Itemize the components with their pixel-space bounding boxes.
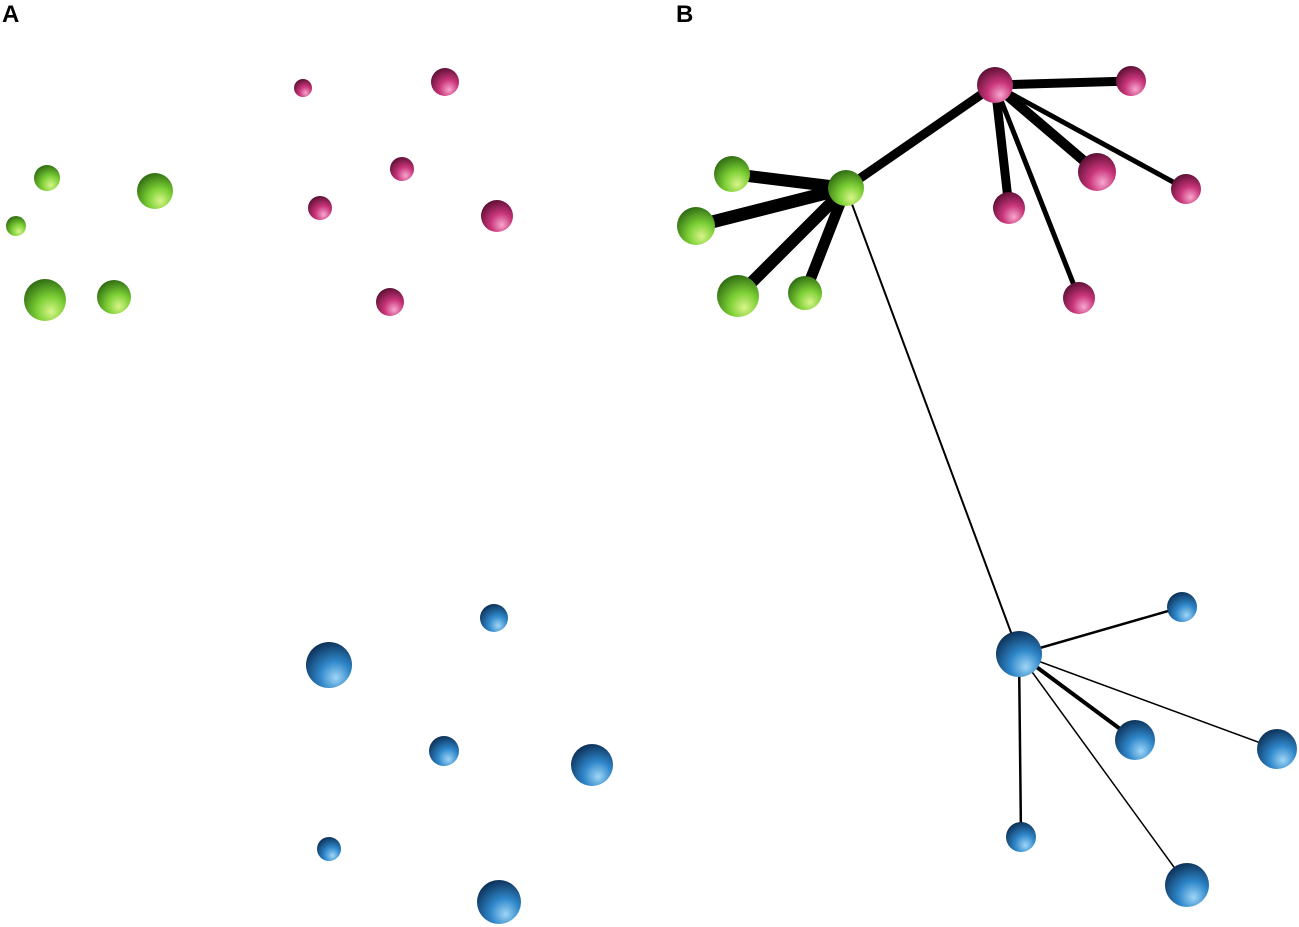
panel-a-nodes: [6, 68, 613, 924]
edge-pink: [992, 82, 1189, 192]
node-blue: [317, 837, 341, 861]
edge-green: [689, 181, 853, 233]
node-pink: [1078, 153, 1116, 191]
node-pink: [1063, 282, 1095, 314]
node-pink: [1171, 174, 1201, 204]
node-green: [6, 216, 26, 236]
node-pink: [431, 68, 459, 96]
node-green: [24, 279, 66, 321]
panel-label-b: B: [676, 1, 694, 28]
panel-b-edges: [689, 76, 1278, 886]
edge-pink: [990, 76, 1136, 90]
node-green-hub: [828, 170, 864, 206]
node-blue: [1165, 863, 1209, 907]
node-green: [97, 280, 131, 314]
node-blue: [306, 642, 352, 688]
node-blue: [477, 880, 521, 924]
node-pink: [993, 192, 1025, 224]
node-green: [34, 165, 60, 191]
node-pink: [390, 157, 414, 181]
node-blue: [1115, 720, 1155, 760]
edge-green: [799, 182, 852, 299]
edge-green: [732, 182, 852, 302]
node-blue: [1257, 729, 1297, 769]
node-blue: [1167, 592, 1197, 622]
edge-blue: [1018, 653, 1188, 886]
edge-hub-green-pink: [841, 80, 1000, 193]
node-pink: [481, 200, 513, 232]
edge-blue: [1018, 653, 1278, 750]
edge-hub-green-blue: [845, 187, 1020, 655]
node-green: [137, 173, 173, 209]
node-blue: [571, 744, 613, 786]
edge-blue: [1017, 605, 1184, 656]
node-pink: [294, 79, 312, 97]
node-green: [714, 156, 750, 192]
node-blue-hub: [996, 631, 1042, 677]
node-blue: [1006, 822, 1036, 852]
node-green: [677, 207, 715, 245]
node-pink-hub: [977, 67, 1013, 103]
edge-green: [726, 168, 852, 194]
panel-label-a: A: [2, 1, 20, 28]
panel-b-nodes: [677, 66, 1297, 907]
node-green: [788, 276, 822, 310]
node-green: [717, 275, 759, 317]
edge-blue: [1017, 652, 1023, 839]
node-pink: [308, 196, 332, 220]
edge-pink: [992, 82, 1082, 301]
node-blue: [480, 604, 508, 632]
edge-pink: [990, 80, 1014, 213]
edge-pink: [990, 80, 1102, 177]
node-pink: [376, 288, 404, 316]
node-blue: [429, 736, 459, 766]
edge-blue: [1017, 652, 1137, 742]
node-pink: [1116, 66, 1146, 96]
